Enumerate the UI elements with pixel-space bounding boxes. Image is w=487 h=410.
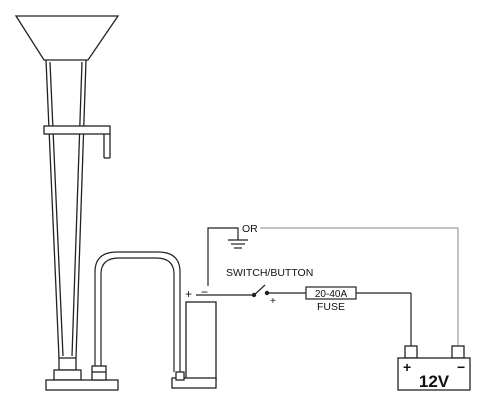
horn-mount-bracket [43, 125, 111, 135]
ground-wire [207, 227, 248, 286]
compressor-base [171, 377, 217, 389]
fuse-label: FUSE [317, 301, 345, 313]
battery-body [397, 357, 471, 391]
hose-fitting-horn [91, 365, 107, 381]
horn-trumpet [14, 15, 120, 391]
battery [397, 345, 471, 391]
fuse-rating-label: 20-40A [315, 289, 348, 300]
compressor-body [185, 301, 217, 381]
switch-lever [253, 284, 266, 296]
horn-bell [14, 15, 120, 61]
horn-base-fitting [58, 357, 77, 371]
battery-negative-terminal [451, 345, 465, 359]
alternate-ground-wire [260, 227, 459, 346]
compressor-plus-label: + [185, 287, 192, 301]
switch-label: SWITCH/BUTTON [226, 267, 313, 279]
compressor [171, 301, 217, 389]
compressor-minus-label: − [201, 285, 208, 299]
positive-wire [196, 284, 412, 346]
battery-positive-terminal [404, 345, 418, 359]
or-label: OR [242, 223, 258, 235]
switch-plus-label: + [270, 296, 276, 307]
air-hose [94, 251, 181, 372]
battery-plus-label: + [403, 359, 411, 375]
horn-base [45, 379, 119, 391]
battery-minus-label: − [457, 359, 465, 375]
battery-voltage-label: 12V [419, 372, 450, 391]
fuse [305, 286, 357, 300]
